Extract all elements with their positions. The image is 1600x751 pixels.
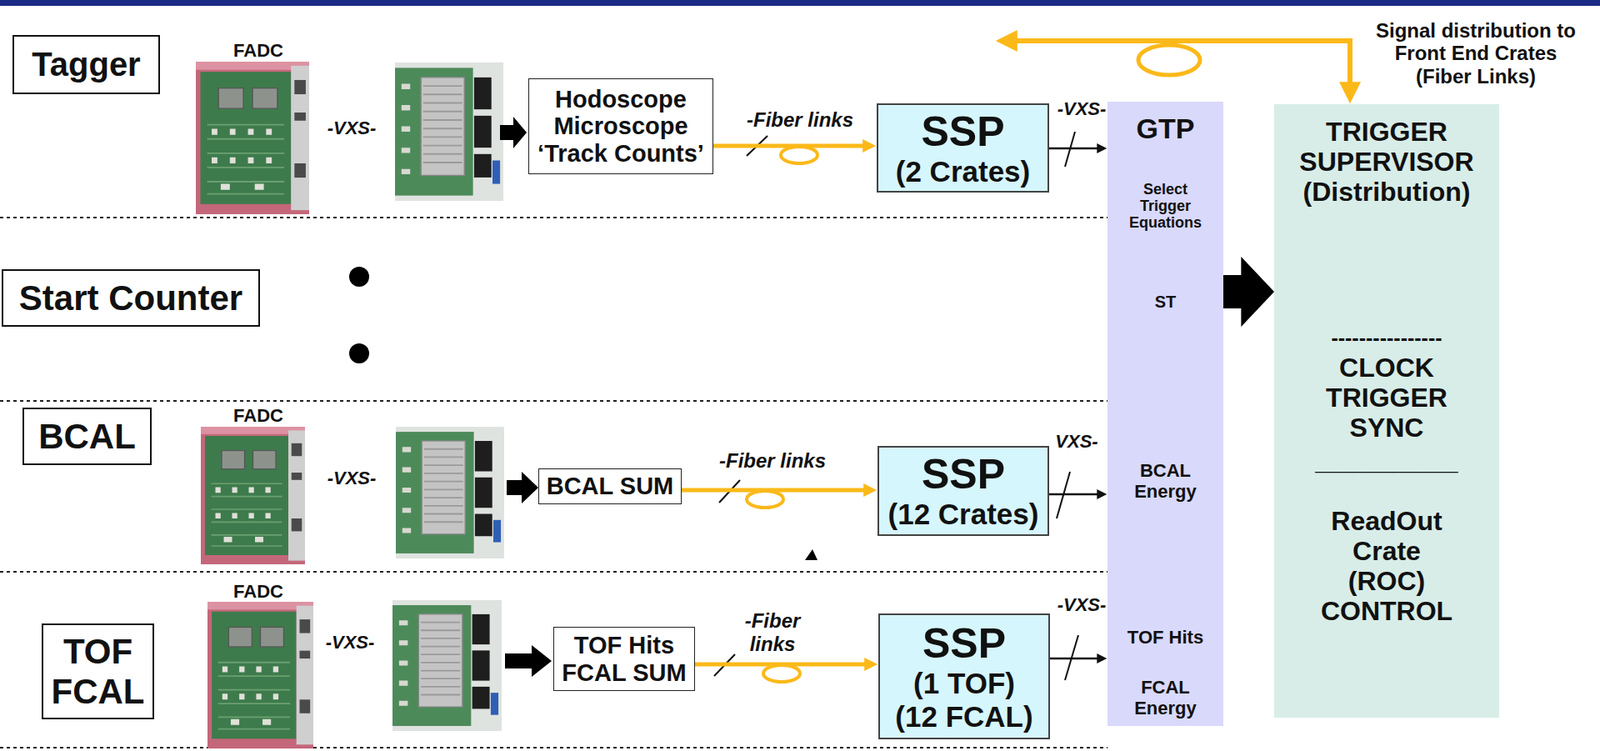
bus-slash [714, 131, 1079, 680]
node-text: GTP [1107, 112, 1224, 145]
node-text: TOF FCAL [50, 631, 146, 710]
node-text: (12 Crates) [888, 497, 1040, 530]
node-text: ---------------- [1274, 325, 1500, 350]
link-label: -Fiber links [719, 449, 826, 473]
node-text: (1 TOF) (12 FCAL) [891, 666, 1036, 732]
link-label: -Fiber links [746, 108, 854, 132]
node-text: SSP [922, 620, 1006, 667]
detector-box: Tagger [12, 35, 160, 95]
summary-box: Hodoscope Microscope ‘Track Counts’ [528, 78, 714, 175]
title-bar [0, 0, 1600, 6]
trigger-arrow [1223, 256, 1275, 327]
fadc-board [207, 601, 314, 749]
bus-label: -VXS- [327, 117, 377, 139]
vxs-link [1049, 493, 1104, 496]
ssp-box: SSP(12 Crates) [877, 445, 1050, 536]
node-text: (2 Crates) [895, 155, 1030, 188]
fiber-loop [746, 490, 784, 508]
ssp-box: SSP(2 Crates) [876, 103, 1050, 193]
bus-label: -VXS- [1057, 594, 1107, 615]
row-divider [0, 217, 1108, 748]
bus-label: VXS- [1055, 430, 1098, 452]
link-label: -Fiber links [739, 609, 805, 655]
node-text: Select Trigger Equations [1128, 180, 1204, 231]
node-text: ST [1107, 292, 1224, 311]
node-text: BCAL [38, 416, 136, 456]
block-arrow [505, 645, 552, 677]
fiber-loop [1138, 45, 1200, 75]
fadc-board [195, 61, 310, 215]
board-label: FADC [233, 40, 284, 61]
ellipsis-dot [349, 266, 370, 287]
node-text: TOF Hits [1107, 627, 1224, 649]
detector-box: TOF FCAL [41, 623, 155, 720]
board-label: FADC [233, 405, 284, 426]
vxs-link [1050, 657, 1104, 660]
ssp-box: SSP(1 TOF) (12 FCAL) [878, 613, 1050, 740]
supervisor-panel: TRIGGER SUPERVISOR (Distribution) -------… [1274, 104, 1500, 718]
fiber-link [681, 488, 871, 493]
bus-label: -VXS- [327, 467, 377, 489]
vxs-board [392, 600, 502, 731]
fiber-link [695, 662, 872, 667]
node-text: Hodoscope Microscope ‘Track Counts’ [535, 85, 707, 167]
node-text: SSP [920, 108, 1005, 155]
vxs-board [395, 62, 504, 201]
node-text: FCAL Energy [1131, 677, 1200, 719]
bus-label: -VXS- [1057, 98, 1107, 120]
fiber-loop [780, 146, 818, 164]
board-label: FADC [233, 580, 284, 602]
summary-box: TOF Hits FCAL SUM [553, 626, 695, 691]
bus-label: -VXS- [325, 631, 375, 653]
node-text: ReadOut Crate (ROC) CONTROL [1317, 506, 1456, 626]
fiber-loop [763, 665, 800, 682]
detector-box: Start Counter [1, 269, 260, 327]
summary-box: BCAL SUM [538, 468, 682, 505]
node-text: TOF Hits FCAL SUM [559, 631, 690, 686]
ellipsis-dot [349, 343, 370, 364]
distribution-fiber [1005, 40, 1350, 95]
marker-triangle [805, 549, 818, 560]
vxs-board [395, 426, 505, 559]
block-arrow [506, 471, 539, 504]
node-text: Start Counter [19, 278, 243, 318]
fiber-link [713, 144, 870, 149]
node-text: Tagger [31, 45, 140, 84]
node-text: TRIGGER SUPERVISOR (Distribution) [1295, 117, 1480, 207]
node-text: SSP [921, 450, 1005, 498]
node-text: BCAL Energy [1131, 460, 1200, 502]
fadc-board [200, 426, 305, 565]
node-text: ___________ [1274, 449, 1500, 475]
block-arrow [500, 116, 527, 149]
vxs-link [1049, 147, 1104, 150]
node-text: CLOCK TRIGGER SYNC [1320, 353, 1454, 443]
note-label: Signal distribution to Front End Crates … [1372, 19, 1579, 89]
gtp-panel: GTP Select Trigger EquationsST BCAL Energy… [1107, 101, 1224, 726]
node-text: BCAL SUM [546, 472, 675, 500]
detector-box: BCAL [22, 407, 152, 465]
